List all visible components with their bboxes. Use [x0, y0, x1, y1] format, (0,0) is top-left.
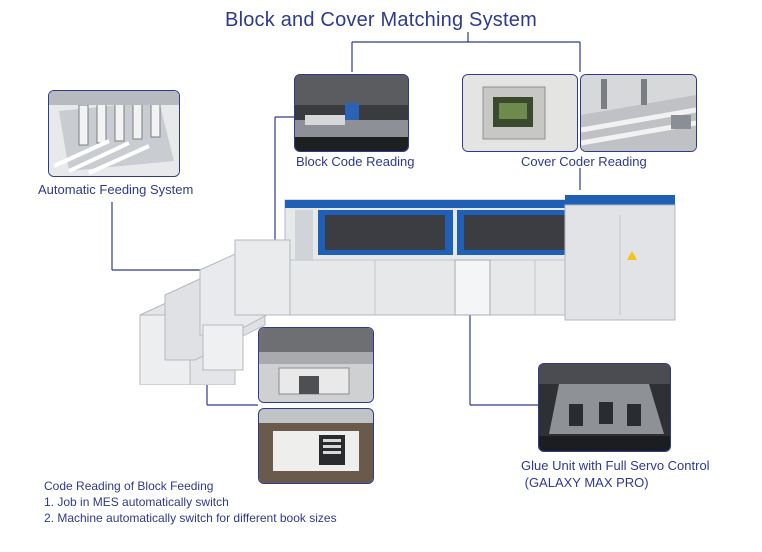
cover-coder-photo-2	[580, 74, 697, 152]
notes-item-2: 2. Machine automatically switch for diff…	[44, 511, 337, 525]
machine-illustration	[139, 195, 676, 385]
automatic-feeding-photo	[48, 90, 180, 177]
block-code-reading-label: Block Code Reading	[296, 154, 415, 169]
diagram-title: Block and Cover Matching System	[225, 9, 537, 31]
cover-coder-reading-label: Cover Coder Reading	[521, 154, 647, 169]
glue-unit-label-line1: Glue Unit with Full Servo Control	[521, 458, 710, 473]
block-feeding-photo-1	[258, 327, 374, 403]
block-feeding-notes: Code Reading of Block Feeding 1. Job in …	[44, 478, 337, 526]
automatic-feeding-label: Automatic Feeding System	[38, 182, 194, 197]
block-code-reading-photo	[294, 74, 409, 152]
glue-unit-photo	[538, 363, 671, 452]
notes-item-1: 1. Job in MES automatically switch	[44, 495, 229, 509]
notes-heading: Code Reading of Block Feeding	[44, 479, 214, 493]
glue-unit-label-line2: (GALAXY MAX PRO)	[521, 475, 649, 490]
cover-coder-photo-1	[462, 74, 578, 152]
block-feeding-photo-2	[258, 408, 374, 484]
